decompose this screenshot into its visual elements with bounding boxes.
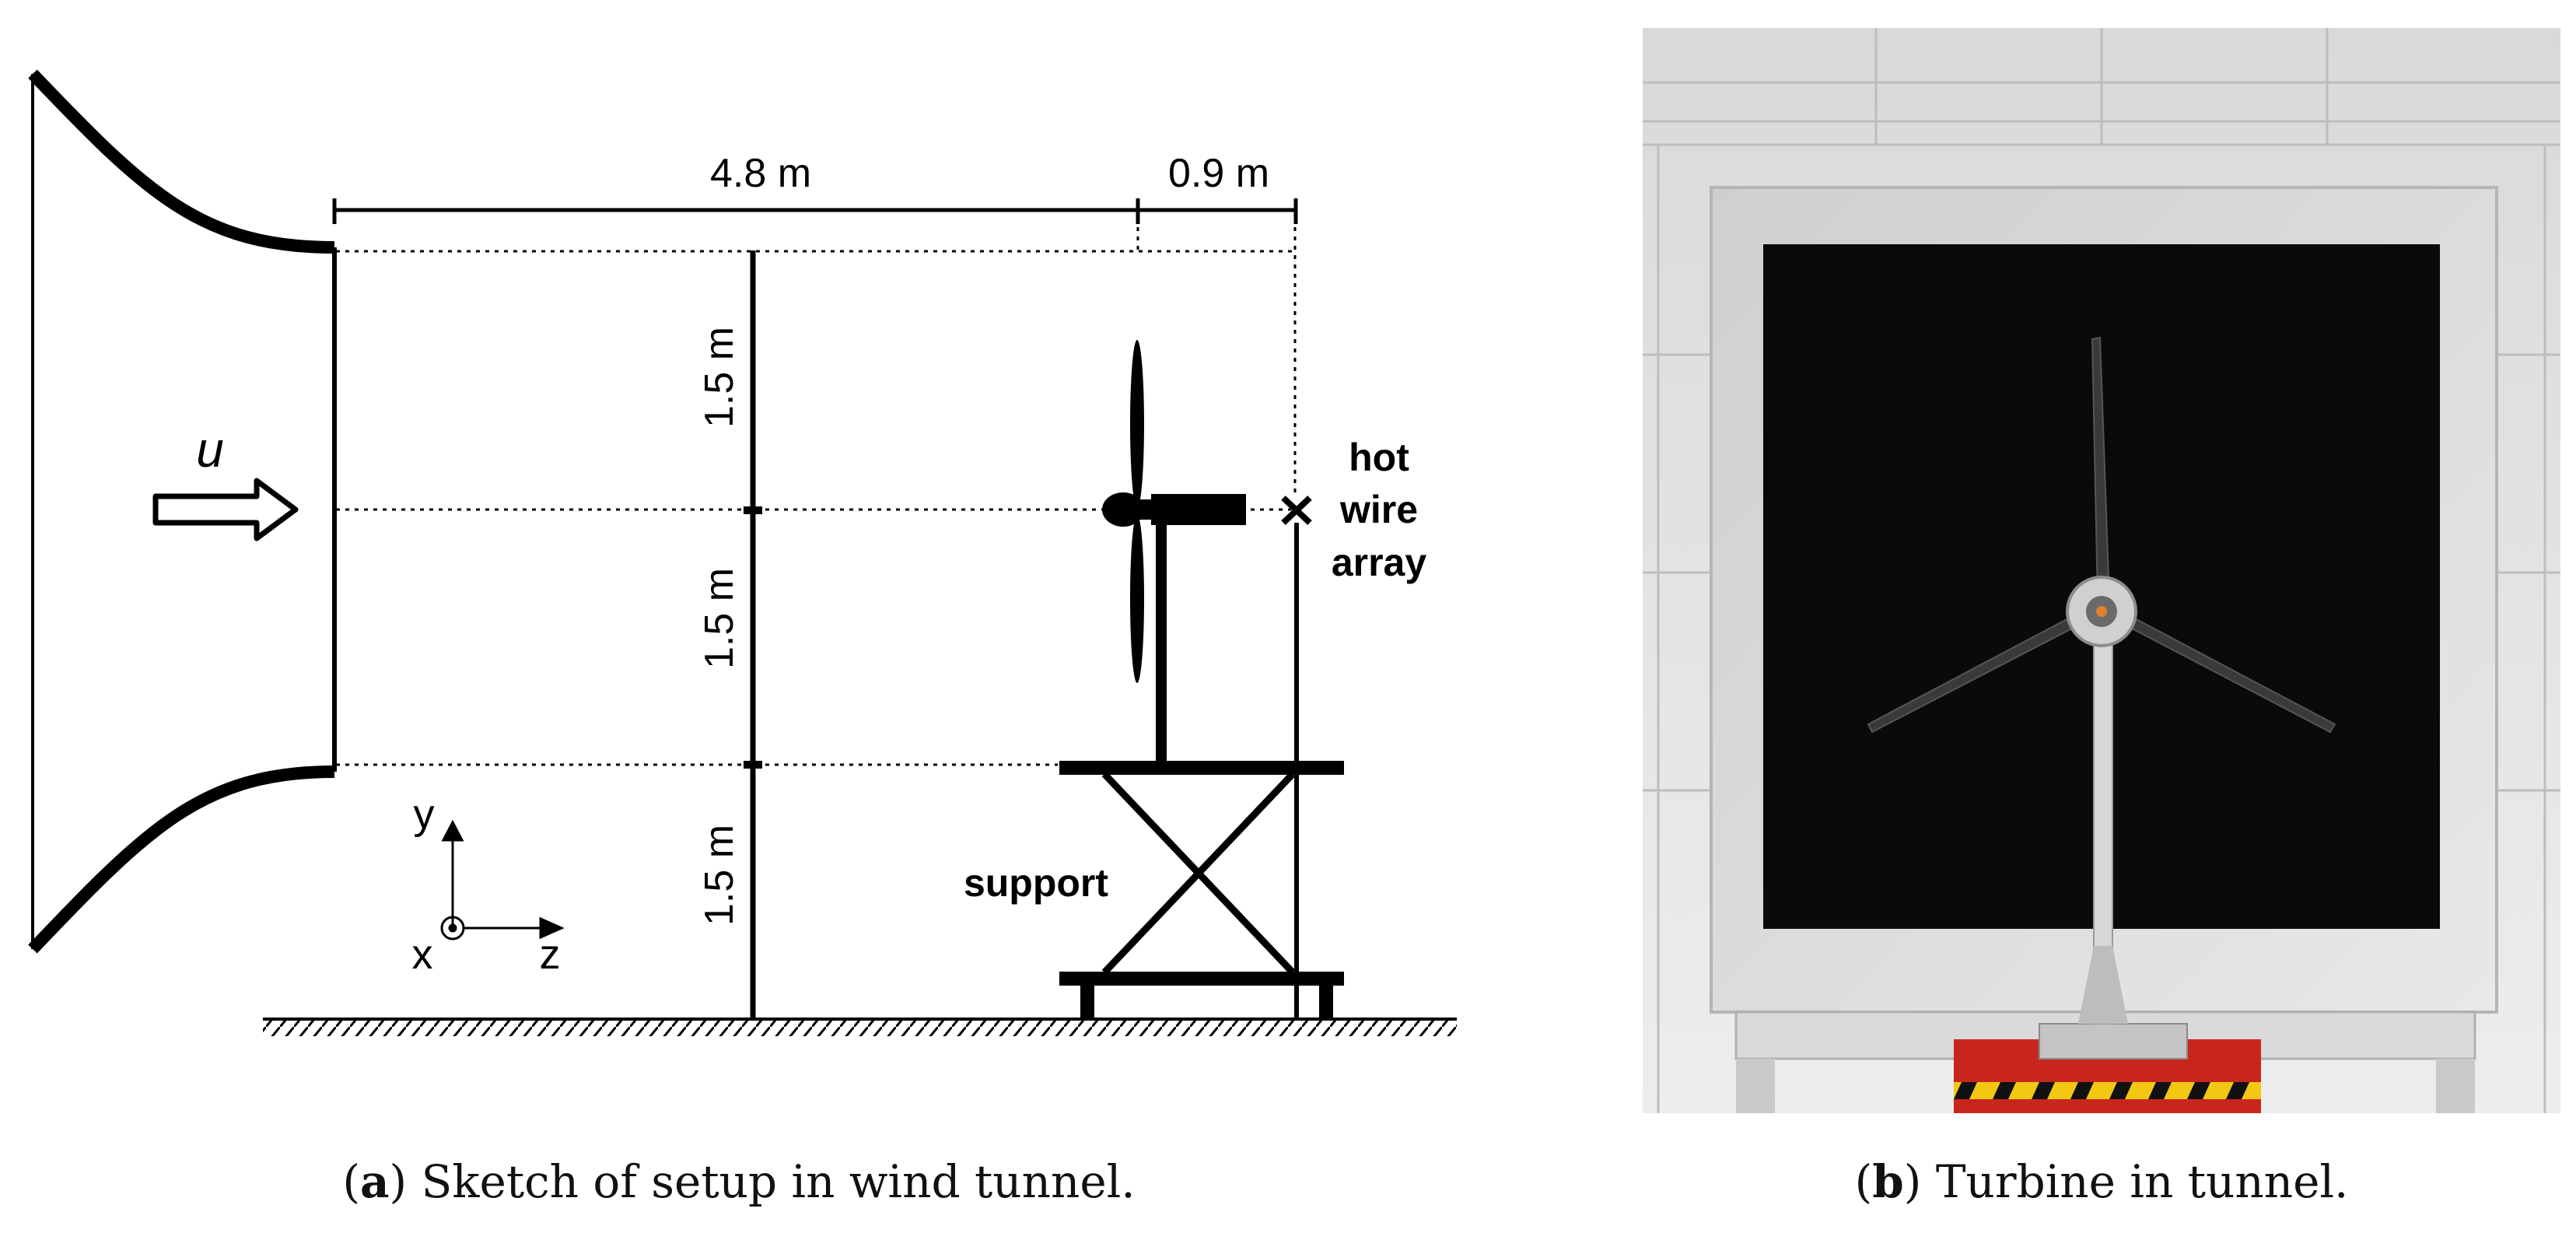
label-support: support (964, 861, 1108, 905)
label-hot: hot (1349, 436, 1409, 479)
axis-label-z: z (540, 931, 561, 978)
turbine-sketch (1102, 340, 1246, 764)
dimension-0-9m: 0.9 m (1168, 151, 1269, 196)
support-stand (1059, 761, 1344, 1019)
turbine-hub (2066, 576, 2137, 647)
height-dimension (744, 250, 762, 1019)
caption-a-text: Sketch of setup in wind tunnel. (421, 1155, 1136, 1208)
top-dimension (332, 198, 1298, 224)
caption-b-tag: b (1872, 1155, 1904, 1208)
dimension-1-5m-bottom: 1.5 m (697, 825, 742, 926)
coordinate-axes (440, 819, 565, 941)
reference-dotted-lines (336, 208, 1297, 766)
axis-label-y: y (414, 791, 435, 838)
caption-b: (b) Turbine in tunnel. (1854, 1155, 2349, 1208)
flow-velocity-symbol: u (196, 422, 224, 478)
dimension-1-5m-middle: 1.5 m (697, 568, 742, 669)
flow-arrow (152, 478, 299, 541)
turbine-blades (1867, 336, 2336, 734)
caption-a: (a) Sketch of setup in wind tunnel. (342, 1155, 1136, 1208)
ground (263, 1018, 1457, 1036)
turbine-photo (1643, 28, 2560, 1113)
caption-a-tag: a (359, 1155, 390, 1208)
tunnel-nozzle (28, 69, 337, 954)
label-wire: wire (1339, 488, 1418, 531)
dimension-1-5m-top: 1.5 m (697, 327, 742, 428)
caption-b-text: Turbine in tunnel. (1935, 1155, 2349, 1208)
label-array: array (1332, 541, 1427, 584)
hall-structure (1643, 28, 2560, 1113)
hot-wire-array (1281, 496, 1312, 1019)
axis-label-x: x (412, 931, 433, 978)
turbine-base (1954, 1023, 2261, 1113)
dimension-4-8m: 4.8 m (710, 151, 811, 196)
setup-sketch: u 4.8 m 0.9 m 1.5 m 1.5 m 1.5 m (28, 69, 1457, 1036)
